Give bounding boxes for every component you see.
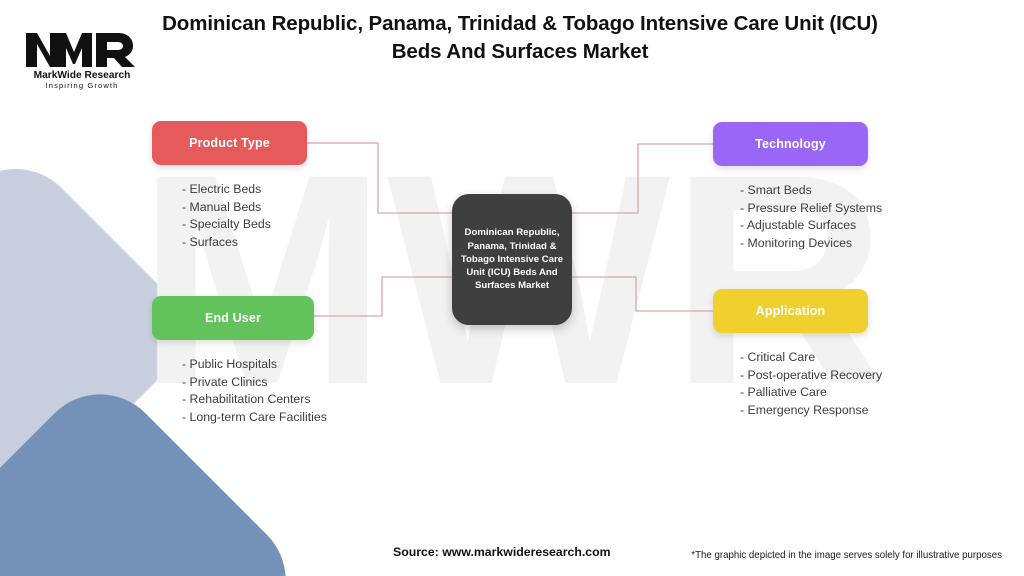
list-item: - Surfaces bbox=[182, 234, 239, 249]
list-item: - Adjustable Surfaces bbox=[740, 218, 857, 233]
connector-technology bbox=[569, 143, 713, 214]
logo-tagline: Inspiring Growth bbox=[46, 81, 119, 90]
category-node-application: Application - Critical Care - Post-opera… bbox=[713, 289, 883, 419]
category-node-technology: Technology - Smart Beds - Pressure Relie… bbox=[713, 122, 883, 252]
logo-mark-icon bbox=[26, 33, 135, 67]
source-note: Source: www.markwideresearch.com bbox=[393, 545, 611, 559]
list-item: - Specialty Beds bbox=[182, 217, 271, 232]
center-node: Dominican Republic, Panama, Trinidad & T… bbox=[452, 194, 572, 325]
list-item: - Emergency Response bbox=[740, 402, 869, 417]
category-list-application: - Critical Care - Post-operative Recover… bbox=[713, 349, 883, 419]
list-item: - Palliative Care bbox=[740, 385, 827, 400]
company-logo: MarkWide Research Inspiring Growth bbox=[20, 20, 144, 90]
logo-company-name: MarkWide Research bbox=[34, 70, 131, 81]
list-item: - Long-term Care Facilities bbox=[182, 409, 327, 424]
list-item: - Critical Care bbox=[740, 350, 816, 364]
list-item: - Public Hospitals bbox=[182, 357, 277, 371]
category-header-end-user[interactable]: End User bbox=[152, 296, 314, 340]
connector-application bbox=[569, 276, 713, 312]
category-list-technology: - Smart Beds - Pressure Relief Systems -… bbox=[713, 182, 883, 252]
category-header-product-type[interactable]: Product Type bbox=[152, 121, 307, 165]
list-item: - Manual Beds bbox=[182, 199, 262, 214]
list-item: - Electric Beds bbox=[182, 182, 262, 196]
list-item: - Rehabilitation Centers bbox=[182, 392, 311, 407]
category-list-product-type: - Electric Beds - Manual Beds - Specialt… bbox=[152, 181, 307, 251]
category-header-application[interactable]: Application bbox=[713, 289, 868, 333]
category-label-end-user: End User bbox=[204, 311, 262, 325]
category-label-application: Application bbox=[755, 304, 826, 318]
disclaimer-note: *The graphic depicted in the image serve… bbox=[691, 550, 1002, 561]
category-list-end-user: - Public Hospitals - Private Clinics - R… bbox=[152, 356, 327, 426]
list-item: - Monitoring Devices bbox=[740, 235, 853, 250]
category-label-technology: Technology bbox=[755, 137, 826, 151]
category-node-end-user: End User - Public Hospitals - Private Cl… bbox=[152, 296, 327, 426]
category-node-product-type: Product Type - Electric Beds - Manual Be… bbox=[152, 121, 307, 251]
connector-end-user bbox=[314, 276, 455, 317]
category-label-product-type: Product Type bbox=[189, 136, 270, 150]
category-header-technology[interactable]: Technology bbox=[713, 122, 868, 166]
list-item: - Private Clinics bbox=[182, 374, 268, 389]
list-item: - Post-operative Recovery bbox=[740, 367, 883, 382]
list-item: - Smart Beds bbox=[740, 183, 812, 197]
list-item: - Pressure Relief Systems bbox=[740, 200, 883, 215]
page-title: Dominican Republic, Panama, Trinidad & T… bbox=[162, 12, 878, 63]
connector-product-type bbox=[307, 142, 455, 214]
center-node-label: Dominican Republic, Panama, Trinidad & T… bbox=[460, 227, 564, 292]
